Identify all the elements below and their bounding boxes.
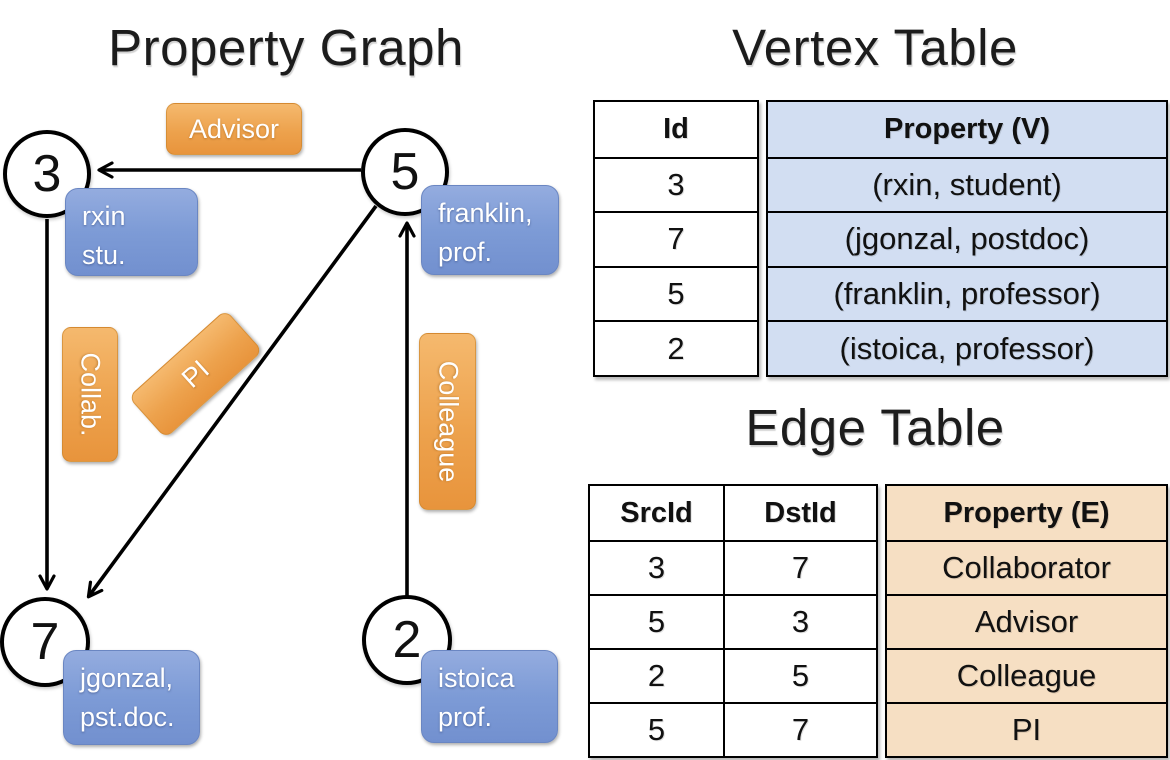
edge-table-cell: Advisor	[887, 594, 1166, 648]
edge-label-advisor: Advisor	[166, 103, 302, 155]
edge-table-property-column: Property (E) Collaborator Advisor Collea…	[885, 484, 1168, 758]
edge-label-collab: Collab.	[62, 327, 118, 462]
node-5-id: 5	[390, 143, 420, 201]
edge-table-cell: 2	[590, 648, 725, 702]
vertex-table-cell: 5	[595, 265, 757, 321]
vertex-label-istoica: istoica prof.	[421, 650, 558, 743]
node-2-id: 2	[392, 611, 422, 669]
node-2: 2	[362, 595, 452, 685]
edge-table-header-property: Property (E)	[887, 486, 1166, 540]
vertex-table-cell: (rxin, student)	[768, 156, 1166, 212]
vertex-table-title: Vertex Table	[732, 19, 1018, 76]
vertex-table-property-column: Property (V) (rxin, student) (jgonzal, p…	[766, 100, 1168, 377]
vertex-label-jgonzal: jgonzal, pst.doc.	[63, 650, 200, 745]
node-5: 5	[361, 128, 449, 216]
property-graph-title: Property Graph	[108, 19, 464, 76]
edge-table-cell: PI	[887, 702, 1166, 756]
vertex-table-cell: 3	[595, 156, 757, 212]
vertex-label-franklin: franklin, prof.	[421, 185, 559, 275]
edge-table-cell: 5	[590, 594, 725, 648]
edge-table-cell: 5	[725, 648, 876, 702]
vertex-table-header-id: Id	[663, 112, 689, 145]
node-7-id: 7	[30, 613, 60, 671]
edge-table-header-srcid: SrcId	[590, 486, 725, 540]
vertex-table-cell: 2	[595, 320, 757, 375]
vertex-table-cell: (franklin, professor)	[768, 265, 1166, 321]
edge-pi-5-to-7	[86, 204, 378, 599]
vertex-label-rxin: rxin stu.	[65, 188, 198, 276]
vertex-table-cell: (jgonzal, postdoc)	[768, 211, 1166, 266]
vertex-table-header-property: Property (V)	[768, 102, 1166, 157]
edge-table-id-columns: SrcId DstId 3 7 5 3 2 5 5 7	[588, 484, 878, 758]
edge-label-colleague: Colleague	[419, 333, 476, 510]
edge-table-cell: 3	[725, 594, 876, 648]
edge-table-cell: 3	[590, 540, 725, 594]
edge-table-cell: Colleague	[887, 648, 1166, 702]
edge-table-cell: 7	[725, 702, 876, 756]
graph-edges	[38, 161, 416, 599]
vertex-table-cell: 7	[595, 211, 757, 266]
vertex-table: Id 3 7 5 2 Property (V) (rxin, student) …	[593, 100, 1168, 377]
edge-table-title: Edge Table	[745, 399, 1005, 456]
edge-table-cell: 5	[590, 702, 725, 756]
node-3-id: 3	[32, 145, 62, 203]
vertex-table-id-column: Id 3 7 5 2	[593, 100, 759, 377]
edge-table-cell: 7	[725, 540, 876, 594]
edge-table-header-dstid: DstId	[764, 496, 837, 529]
edge-table-cell: Collaborator	[887, 540, 1166, 594]
edge-table: SrcId DstId 3 7 5 3 2 5 5 7 Property (E)…	[588, 484, 1168, 758]
vertex-table-cell: (istoica, professor)	[768, 320, 1166, 375]
